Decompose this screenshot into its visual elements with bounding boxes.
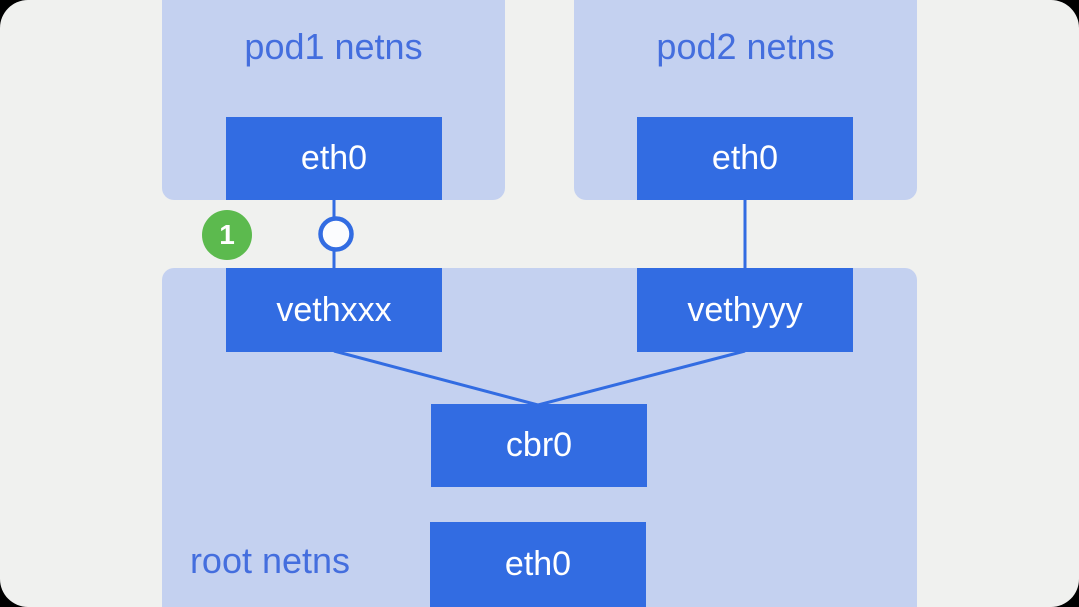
root-eth0-node: eth0: [430, 522, 646, 607]
root-netns-label: root netns: [189, 540, 351, 581]
pod1-netns-container: pod1 netns eth0: [162, 0, 505, 200]
pod1-netns-label: pod1 netns: [244, 26, 423, 67]
pod2-eth0-node: eth0: [637, 117, 853, 200]
link-junction-circle-icon: [318, 216, 354, 252]
vethyyy-node: vethyyy: [637, 268, 853, 352]
pod2-netns-container: pod2 netns eth0: [574, 0, 917, 200]
pod1-eth0-node: eth0: [226, 117, 442, 200]
cbr0-bridge-node: cbr0: [431, 404, 647, 487]
step-1-badge: 1: [202, 210, 252, 260]
vethxxx-node: vethxxx: [226, 268, 442, 352]
root-netns-container: root netns vethxxx vethyyy cbr0 eth0: [162, 268, 917, 607]
pod2-netns-label: pod2 netns: [656, 26, 835, 67]
